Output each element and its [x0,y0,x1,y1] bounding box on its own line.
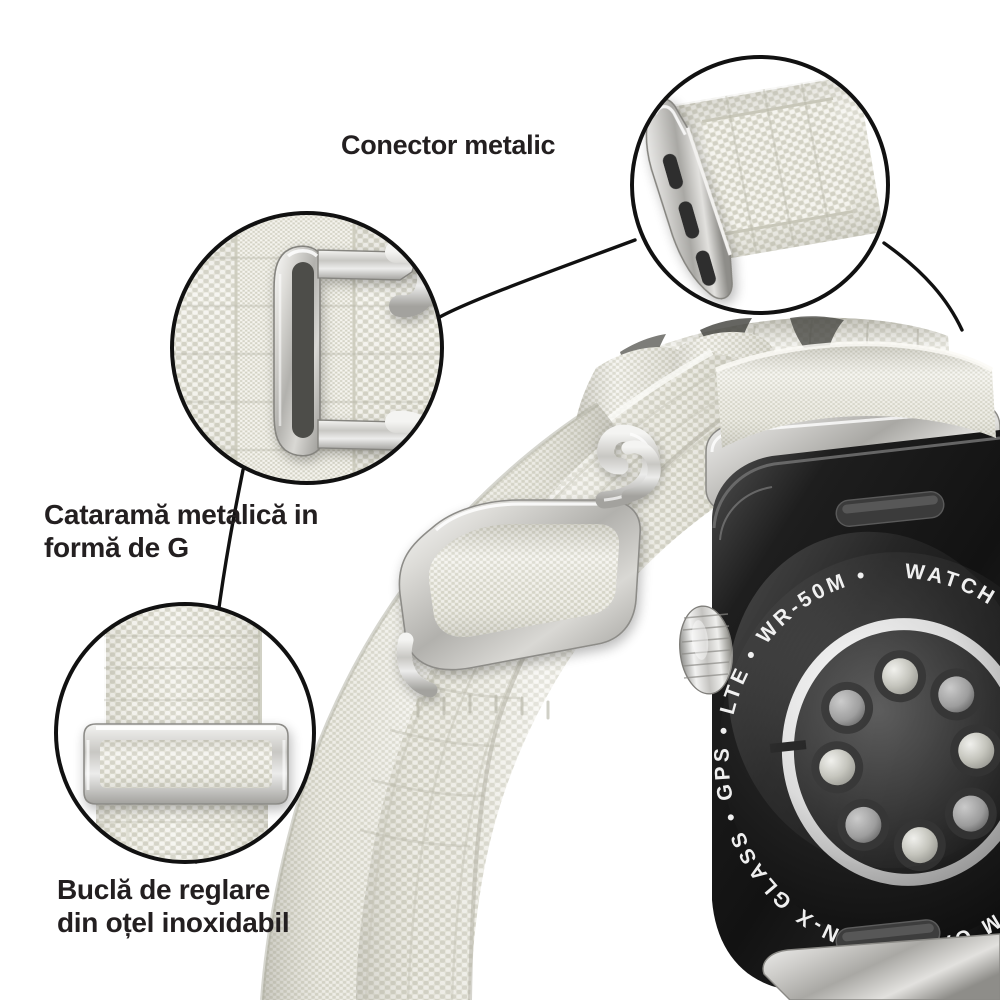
watch-lug-bottom [762,933,1000,1000]
watch-side-button [835,491,945,527]
leader-line-connector-to-band [882,241,964,332]
detail-circle-buckle [170,211,444,485]
digital-crown [679,605,733,695]
band-under-strap [260,402,618,1000]
detail-circle-connector [630,55,890,315]
band-keeper-metal [621,440,661,503]
apple-watch: WATCH • SERIES • 44MM ALUMINUM CASE • IO… [679,403,1000,1000]
band-tail-stitches [416,694,550,720]
product-photo: WATCH • SERIES • 44MM ALUMINUM CASE • IO… [260,316,1000,1000]
detail-circle-loop [54,602,316,864]
detail-circle-outline-buckle [170,211,444,485]
band-tab-over-case [715,341,996,448]
g-hook-buckle [396,424,660,698]
detail-circle-outline-connector [630,55,890,315]
leader-line-connector [436,238,637,320]
watch-back-glass: WATCH • SERIES • 44MM ALUMINUM CASE • IO… [711,531,1000,960]
detail-circle-outline-loop [54,602,316,864]
